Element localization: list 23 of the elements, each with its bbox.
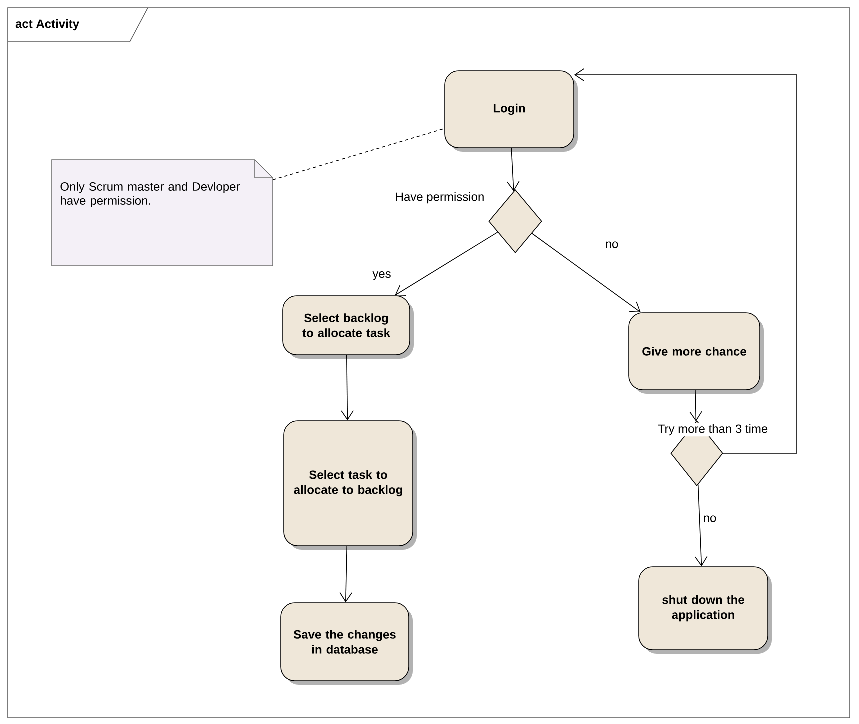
- action-box: Save the changes in database: [280, 602, 413, 685]
- action-box: Login: [444, 70, 578, 152]
- action-box: Select task to allocate to backlog: [284, 420, 417, 550]
- frame-title: act Activity: [8, 8, 148, 42]
- edge-label: yes: [372, 270, 392, 282]
- action-box: Give more chance: [628, 312, 764, 394]
- edge-label: no: [702, 514, 718, 524]
- note: Only Scrum master and Devloper have permission.: [52, 160, 274, 266]
- edge-label: Try more than 3 time: [656, 423, 770, 437]
- arrow: [574, 68, 798, 454]
- arrow: [340, 546, 352, 603]
- guard-label: Have permission: [394, 191, 486, 205]
- arrow: [694, 484, 708, 567]
- arrow: [507, 148, 520, 192]
- arrow: [532, 233, 641, 313]
- arrow: [395, 232, 498, 296]
- edge-label: no: [604, 240, 620, 250]
- leader-line: [272, 128, 445, 180]
- arrow: [690, 390, 702, 422]
- action-box: Select backlog to allocate task: [282, 296, 414, 359]
- decision-diamond: [488, 190, 542, 254]
- arrow: [341, 355, 354, 421]
- action-box: shut down the application: [638, 566, 772, 654]
